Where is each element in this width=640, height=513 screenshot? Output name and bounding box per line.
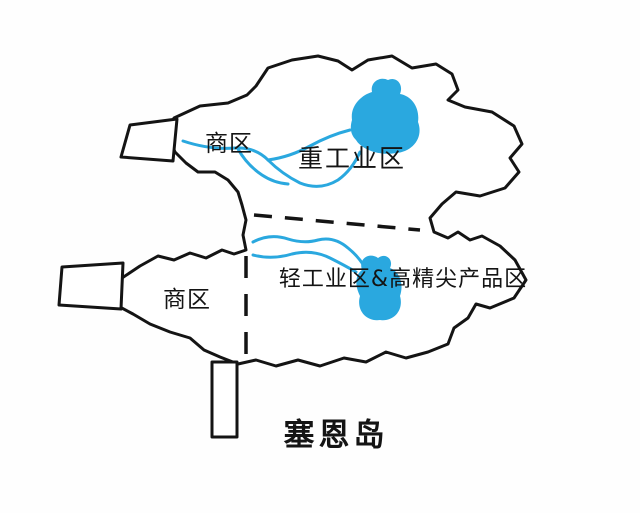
upper-river-braid (236, 147, 290, 186)
pier-upper-left (119, 117, 179, 163)
pier-bottom (210, 360, 239, 439)
district-boundary-horizontal-dashed (253, 213, 421, 232)
lower-river-branch (251, 250, 358, 274)
lower-lake (356, 255, 402, 321)
lower-river-main (251, 235, 366, 268)
label-commercial-district-upper: 商区 (205, 131, 253, 157)
island-outline (112, 54, 528, 368)
upper-river-branch (266, 128, 352, 162)
upper-lake (350, 78, 420, 154)
label-commercial-district-lower: 商区 (163, 287, 211, 313)
map-title: 塞恩岛 (283, 417, 389, 454)
pier-lower-left (57, 261, 125, 311)
upper-river-main (181, 139, 362, 188)
label-light-industry-hightech-district: 轻工业区&高精尖产品区 (278, 267, 528, 292)
label-heavy-industry-district: 重工业区 (297, 144, 407, 173)
